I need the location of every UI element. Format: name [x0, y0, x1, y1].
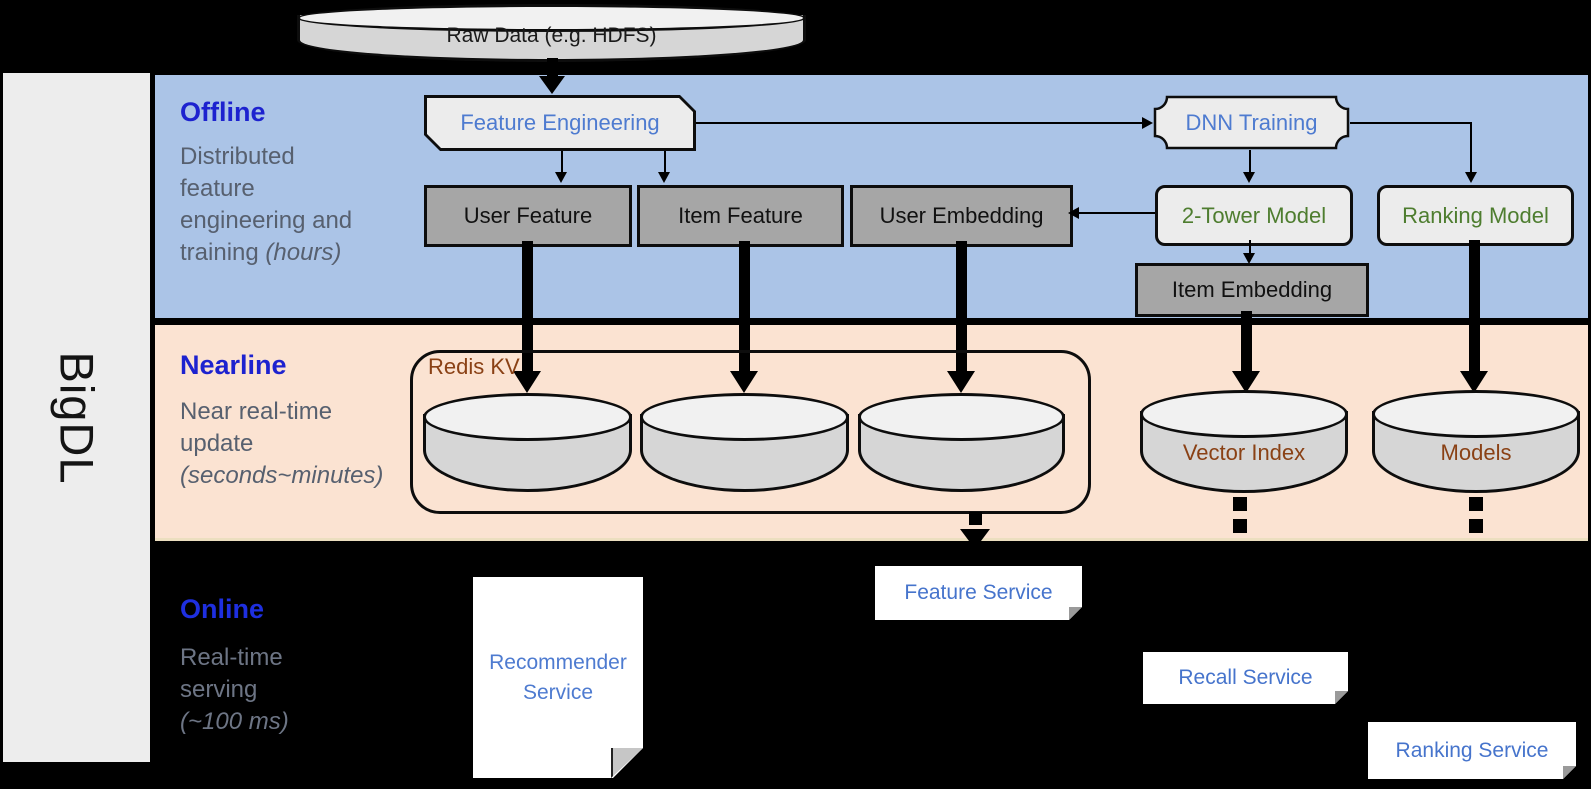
arrow-userfeature-to-kv1-head — [513, 371, 541, 393]
recall-service-card: Recall Service — [1143, 652, 1348, 704]
arrow-rediskv-to-featureservice-head — [960, 529, 990, 549]
nearline-desc-line3: (seconds~minutes) — [180, 462, 384, 489]
arrow-vectorindex-to-recall-dash1 — [1233, 497, 1247, 511]
redis-kv-label: Redis KV — [428, 354, 520, 379]
arrow-userembedding-to-kv3-shaft — [956, 241, 967, 372]
kv3-cylinder-top — [858, 393, 1065, 441]
arrow-userfeature-to-kv1-shaft — [522, 241, 533, 372]
recommender-service-card: Recommender Service — [473, 577, 643, 778]
dnn-training-label: DNN Training — [1185, 109, 1318, 135]
arrow-models-to-ranking-dash2 — [1469, 519, 1483, 533]
vector-index-cylinder-top — [1140, 390, 1348, 438]
online-title: Online — [180, 594, 265, 624]
bigdl-sidebar: BigDL — [3, 73, 150, 762]
kv1-cylinder-top — [423, 393, 632, 441]
nearline-band-bottom-edge — [155, 538, 1588, 541]
arrow-rankingmodel-to-models-head — [1460, 371, 1488, 393]
offline-desc-line1: Distributed — [180, 143, 295, 170]
arrow-dnn-to-2tower-shaft — [1249, 150, 1251, 172]
feature-service-node: Feature Service — [875, 566, 1082, 620]
arrow-itemfeature-to-kv2-head — [730, 371, 758, 393]
arrow-2tower-to-userembedding-head — [1068, 207, 1079, 219]
vector-index-store: Vector Index — [1140, 390, 1348, 493]
offline-desc-line2: feature — [180, 175, 255, 202]
recall-service-fold-corner — [1335, 691, 1348, 704]
offline-desc-line3: engineering and — [180, 207, 353, 234]
nearline-desc-line1: Near real-time — [180, 398, 333, 425]
arrow-itemembedding-to-vectorindex-shaft — [1241, 311, 1252, 372]
feature-engineering-label: Feature Engineering — [427, 98, 693, 148]
arrow-2tower-to-userembedding-shaft — [1078, 212, 1155, 214]
arrow-vectorindex-to-recall-dash2 — [1233, 519, 1247, 533]
arrow-rankingmodel-to-models-shaft — [1469, 240, 1480, 372]
recall-service-node: Recall Service — [1143, 652, 1348, 704]
arrow-itemfeature-to-kv2-shaft — [739, 241, 750, 372]
offline-desc-line4: training (hours) — [180, 239, 342, 266]
arrow-dnn-to-ranking-head — [1465, 172, 1477, 183]
arrow-rawdata-to-fe-head — [539, 76, 565, 94]
arrow-itemembedding-to-vectorindex-head — [1232, 371, 1260, 393]
arrow-2tower-to-itemembedding-shaft — [1249, 240, 1251, 254]
ranking-service-fold-corner — [1563, 766, 1576, 779]
raw-data-store: Raw Data (e.g. HDFS) — [297, 4, 806, 62]
bigdl-brand-label: BigDL — [50, 350, 103, 485]
recall-service-label: Recall Service — [1178, 666, 1313, 689]
ranking-service-card: Ranking Service — [1368, 722, 1576, 779]
models-store: Models — [1372, 390, 1580, 493]
user-embedding-box: User Embedding — [850, 185, 1073, 247]
arrow-userembedding-to-kv3-head — [947, 371, 975, 393]
feature-engineering-node: Feature Engineering — [424, 95, 696, 151]
arrow-fe-to-itemfeature-head — [658, 172, 670, 183]
arrow-fe-to-itemfeature-shaft — [664, 151, 666, 173]
offline-title: Offline — [180, 97, 266, 127]
online-description: Real-time serving (~100 ms) — [180, 642, 430, 738]
raw-data-label: Raw Data (e.g. HDFS) — [446, 24, 657, 47]
kv-store-cylinder-1 — [423, 393, 632, 492]
user-feature-box: User Feature — [424, 185, 632, 247]
arrow-2tower-to-itemembedding-head — [1243, 253, 1255, 264]
arrow-fe-to-dnn-head — [1142, 117, 1153, 129]
nearline-description: Near real-time update (seconds~minutes) — [180, 396, 430, 492]
arrow-dnn-to-ranking-vsegment — [1470, 122, 1472, 172]
arrow-models-to-ranking-dash1 — [1469, 497, 1483, 511]
recommender-service-label: Recommender Service — [489, 650, 627, 704]
arrow-rediskv-to-featureservice-dash — [969, 512, 982, 525]
recommender-service-doc: Recommender Service — [473, 577, 643, 778]
kv-store-cylinder-2 — [640, 393, 849, 492]
online-desc-line3: (~100 ms) — [180, 708, 289, 735]
kv-store-cylinder-3 — [858, 393, 1065, 492]
vector-index-label: Vector Index — [1182, 440, 1306, 465]
models-label: Models — [1440, 440, 1512, 465]
offline-description: Distributed feature engineering and trai… — [180, 141, 430, 269]
nearline-title: Nearline — [180, 350, 287, 380]
dnn-training-node: DNN Training — [1153, 95, 1350, 150]
online-desc-line1: Real-time — [180, 644, 283, 671]
arrow-dnn-to-2tower-head — [1243, 172, 1255, 183]
arrow-dnn-to-ranking-hsegment — [1350, 122, 1472, 124]
item-embedding-box: Item Embedding — [1135, 263, 1369, 317]
kv2-cylinder-top — [640, 393, 849, 441]
models-cylinder-top — [1372, 390, 1580, 438]
feature-service-card: Feature Service — [875, 566, 1082, 620]
feature-service-fold-corner — [1069, 607, 1082, 620]
item-feature-box: Item Feature — [637, 185, 844, 247]
ranking-service-node: Ranking Service — [1368, 722, 1576, 779]
ranking-model-box: Ranking Model — [1377, 185, 1574, 246]
arrow-fe-to-userfeature-shaft — [561, 151, 563, 173]
dnn-training-plaque-shape — [1153, 95, 1350, 150]
online-desc-line2: serving — [180, 676, 258, 703]
arrow-fe-to-dnn-shaft — [696, 122, 1143, 124]
arrow-fe-to-userfeature-head — [555, 172, 567, 183]
feature-service-label: Feature Service — [904, 581, 1053, 604]
raw-data-cylinder-top — [297, 4, 806, 32]
two-tower-model-box: 2-Tower Model — [1155, 185, 1353, 246]
redis-kv-container — [410, 350, 1091, 514]
nearline-desc-line2: update — [180, 430, 254, 457]
ranking-service-label: Ranking Service — [1395, 738, 1549, 762]
arrow-rawdata-to-fe-shaft — [547, 58, 558, 78]
